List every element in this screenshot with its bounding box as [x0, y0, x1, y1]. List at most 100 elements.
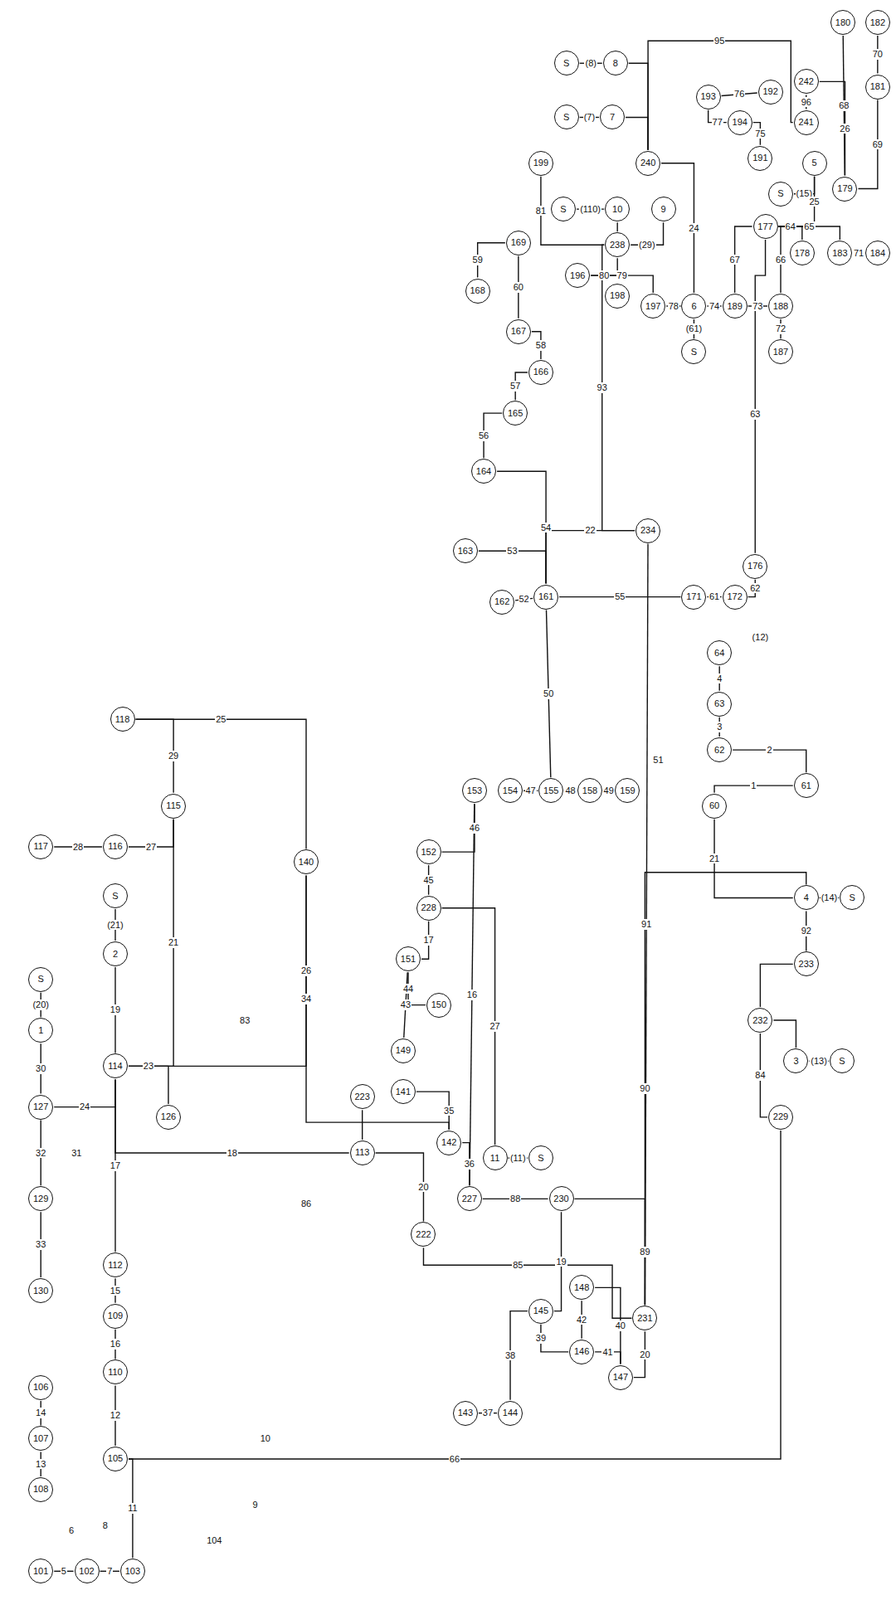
bus-number: 110: [102, 1359, 128, 1385]
bus-number: 164: [471, 458, 497, 484]
bus-label: 154: [502, 786, 518, 796]
bus-label: S: [560, 204, 566, 215]
bus-number: 233: [793, 951, 819, 977]
bus-label: 129: [33, 1194, 49, 1204]
bus-number: 198: [604, 283, 630, 309]
bus-label: 188: [773, 301, 789, 312]
bus-label: 227: [462, 1194, 478, 1204]
line-number: 27: [145, 842, 157, 853]
bus-label: 193: [700, 92, 716, 102]
bus-label: 189: [726, 301, 742, 312]
bus-number: 196: [564, 262, 590, 288]
bus-number: 61: [793, 773, 819, 799]
bus-number: 232: [747, 1008, 773, 1033]
line-number: 63: [749, 409, 761, 420]
line-connector: [628, 63, 648, 151]
line-number: 32: [34, 1148, 47, 1159]
line-number: 37: [482, 1407, 494, 1419]
bus-label: 242: [798, 77, 814, 87]
bus-label: S: [38, 974, 44, 984]
bus-number: 7: [599, 104, 625, 130]
bus-number: 194: [727, 110, 753, 136]
bus-label: 229: [773, 1112, 789, 1122]
bus-label: 192: [763, 87, 779, 97]
bus-label: 158: [582, 786, 598, 796]
callout-number: (12): [751, 632, 770, 643]
line-number: 7: [106, 1566, 113, 1578]
bus-number: 130: [28, 1278, 54, 1304]
bus-label: 167: [511, 326, 526, 336]
generator-symbol: S: [554, 104, 580, 130]
line-number: 39: [535, 1333, 547, 1344]
bus-number: 193: [696, 84, 721, 110]
bus-number: 114: [102, 1053, 128, 1079]
line-number: 91: [640, 919, 653, 931]
bus-label: 107: [33, 1434, 49, 1444]
generator-symbol: S: [768, 181, 794, 207]
bus-number: 142: [436, 1130, 462, 1156]
bus-label: 147: [613, 1373, 629, 1383]
bus-number: 148: [569, 1275, 595, 1301]
bus-number: 8: [603, 50, 629, 76]
bus-label: 1: [38, 1026, 44, 1036]
bus-number: 199: [528, 150, 554, 176]
bus-number: 118: [110, 706, 136, 732]
bus-label: 105: [107, 1454, 123, 1464]
bus-label: 152: [420, 847, 436, 858]
line-connector: [361, 1110, 363, 1140]
bus-number: 107: [28, 1426, 54, 1452]
line-connector: [773, 1020, 796, 1048]
bus-label: 176: [747, 561, 763, 571]
callout-number: 9: [251, 1499, 259, 1511]
line-number: (110): [579, 204, 602, 215]
bus-label: 62: [714, 745, 725, 755]
bus-number: 64: [706, 640, 732, 666]
line-number: 11: [126, 1503, 138, 1515]
bus-number: 180: [830, 9, 856, 35]
line-number: 78: [667, 301, 680, 312]
bus-number: 166: [528, 360, 554, 385]
bus-label: 238: [609, 240, 625, 250]
bus-number: 163: [452, 538, 478, 564]
line-connector: [647, 40, 794, 151]
line-number: (7): [583, 112, 596, 123]
bus-label: 7: [609, 112, 615, 122]
line-number: 60: [512, 282, 525, 293]
bus-number: 108: [28, 1477, 54, 1503]
bus-number: 126: [155, 1105, 181, 1130]
line-number: 33: [34, 1239, 47, 1251]
bus-number: 234: [635, 518, 661, 544]
bus-number: 231: [632, 1305, 658, 1331]
bus-number: 152: [416, 839, 442, 865]
bus-number: 4: [793, 885, 819, 911]
bus-number: 155: [538, 778, 564, 804]
bus-number: 127: [28, 1095, 54, 1120]
bus-label: 241: [798, 117, 814, 127]
line-number: 66: [448, 1454, 461, 1466]
line-number: 76: [733, 88, 746, 100]
callout-number: 86: [300, 1198, 312, 1210]
bus-label: 101: [33, 1567, 49, 1577]
bus-label: 183: [832, 248, 848, 259]
bus-number: 150: [426, 993, 452, 1018]
line-number: 27: [488, 1021, 501, 1033]
line-number: 95: [713, 35, 726, 47]
bus-label: 150: [431, 1000, 447, 1010]
line-connector: [423, 1247, 632, 1319]
bus-number: 147: [608, 1365, 634, 1391]
line-number: 56: [477, 430, 490, 442]
bus-number: 169: [506, 230, 531, 256]
line-number: 17: [423, 934, 435, 946]
bus-number: 182: [865, 9, 891, 35]
bus-number: 5: [802, 150, 828, 176]
bus-number: 181: [865, 74, 891, 100]
callout-number: 6: [68, 1525, 75, 1537]
bus-label: S: [563, 112, 570, 122]
bus-label: 114: [107, 1061, 123, 1072]
bus-label: 116: [107, 842, 123, 852]
line-connector: [754, 239, 765, 554]
bus-number: 9: [651, 196, 677, 222]
line-number: 24: [687, 223, 700, 234]
line-number: 28: [72, 842, 84, 853]
